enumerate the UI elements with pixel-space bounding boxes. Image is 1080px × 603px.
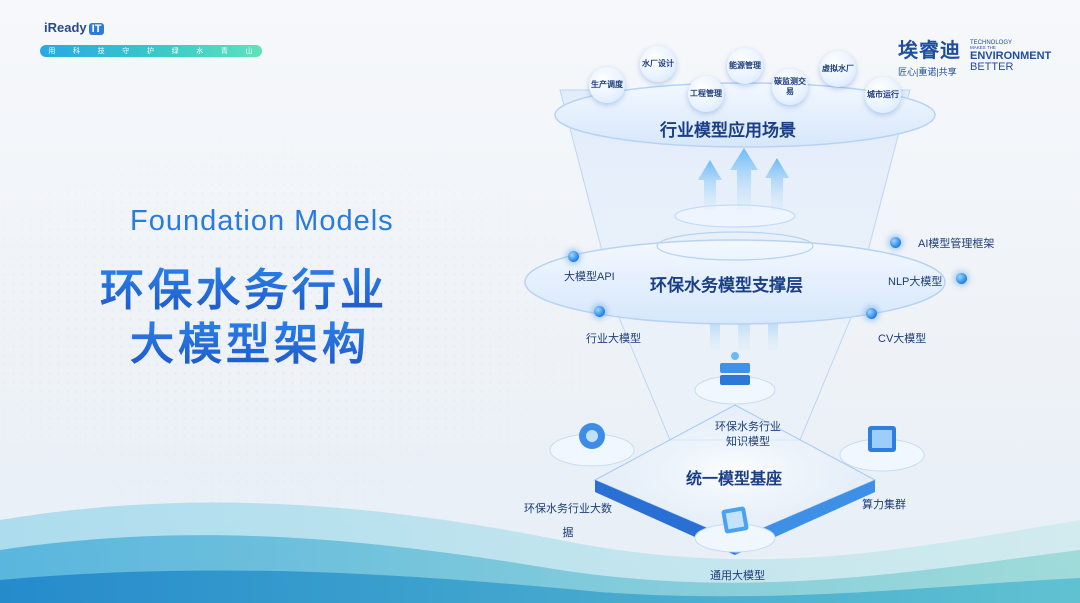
item-general-model: 通用大模型 — [710, 570, 765, 582]
scenario-city-operation: 城市运行 — [865, 77, 901, 113]
item-model-api: 大模型API — [564, 271, 615, 283]
item-cv-model: CV大模型 — [878, 333, 927, 345]
api-dot-icon — [568, 251, 579, 262]
scenario-virtual-plant: 虚拟水厂 — [820, 51, 856, 87]
cube-model-icon — [721, 506, 749, 534]
slogan-char: 山 — [245, 48, 254, 55]
company-logo: 埃睿迪 匠心|重诺|共享 TECHNOLOGY MAKES THE ENVIRO… — [898, 34, 1051, 78]
slogan-char: 科 — [72, 48, 81, 55]
scenario-energy-management: 能源管理 — [727, 48, 763, 84]
slogan-char: 用 — [48, 48, 57, 55]
support-layer-disc — [524, 239, 946, 325]
brand-badge: IT — [88, 23, 105, 35]
item-knowledge-model: 环保水务行业知识模型 — [715, 421, 781, 448]
arrows-to-scenario-layer — [698, 148, 789, 210]
support-layer-cap — [674, 204, 796, 228]
en-slogan-line: ENVIRONMENT — [970, 49, 1052, 62]
scenario-production-dispatch: 生产调度 — [589, 67, 625, 103]
item-ai-framework: AI模型管理框架 — [918, 238, 995, 250]
company-name: 埃睿迪 — [898, 40, 961, 62]
nlp-dot-icon — [956, 273, 967, 284]
company-en-slogan: TECHNOLOGY MAKES THE ENVIRONMENT BETTER — [970, 40, 1051, 73]
scenario-layer-title: 行业模型应用场景 — [660, 121, 796, 140]
server-cluster-icon — [868, 426, 896, 452]
item-nlp-model: NLP大模型 — [888, 276, 943, 288]
en-slogan-line: MAKES THE — [970, 45, 996, 50]
cv-dot-icon — [866, 308, 877, 319]
slogan-char: 青 — [220, 48, 229, 55]
company-tagline: 匠心|重诺|共享 — [898, 67, 957, 77]
slogan-char: 绿 — [171, 48, 180, 55]
scenario-plant-design: 水厂设计 — [640, 46, 676, 82]
en-slogan-line: BETTER — [970, 60, 1014, 73]
item-industry-big-data: 环保水务行业大数据 — [524, 503, 612, 539]
knowledge-stack-icon — [720, 352, 750, 385]
en-slogan-line: TECHNOLOGY — [970, 40, 1013, 46]
chinese-title-line2: 大模型架构 — [130, 308, 370, 372]
scenario-engineering-management: 工程管理 — [688, 76, 724, 112]
industry-model-dot-icon — [594, 306, 605, 317]
slogan-char: 守 — [122, 48, 131, 55]
database-icon — [579, 423, 605, 449]
slogan-char: 水 — [196, 48, 205, 55]
support-layer-title: 环保水务模型支撑层 — [650, 276, 803, 295]
slogan-char: 技 — [97, 48, 106, 55]
architecture-diagram: 行业模型应用场景 生产调度 水厂设计 工程管理 能源管理 碳监测交易 虚拟水厂 … — [520, 46, 994, 603]
slogan-bar: 用 科 技 守 护 绿 水 青 山 — [40, 45, 262, 57]
item-compute-cluster: 算力集群 — [862, 499, 906, 511]
diagram-graphics — [524, 82, 946, 555]
slogan-char: 护 — [146, 48, 155, 55]
ai-framework-dot-icon — [890, 237, 901, 248]
chinese-title-line1: 环保水务行业 — [100, 254, 388, 318]
item-industry-model: 行业大模型 — [586, 333, 641, 345]
support-layer-ring — [656, 231, 814, 261]
wave-decoration — [0, 502, 1080, 603]
english-title: Foundation Models — [130, 205, 394, 237]
scenario-carbon-trading: 碳监测交易 — [772, 69, 808, 105]
brand-name: iReady — [44, 20, 87, 35]
base-layer-title: 统一模型基座 — [686, 471, 783, 488]
